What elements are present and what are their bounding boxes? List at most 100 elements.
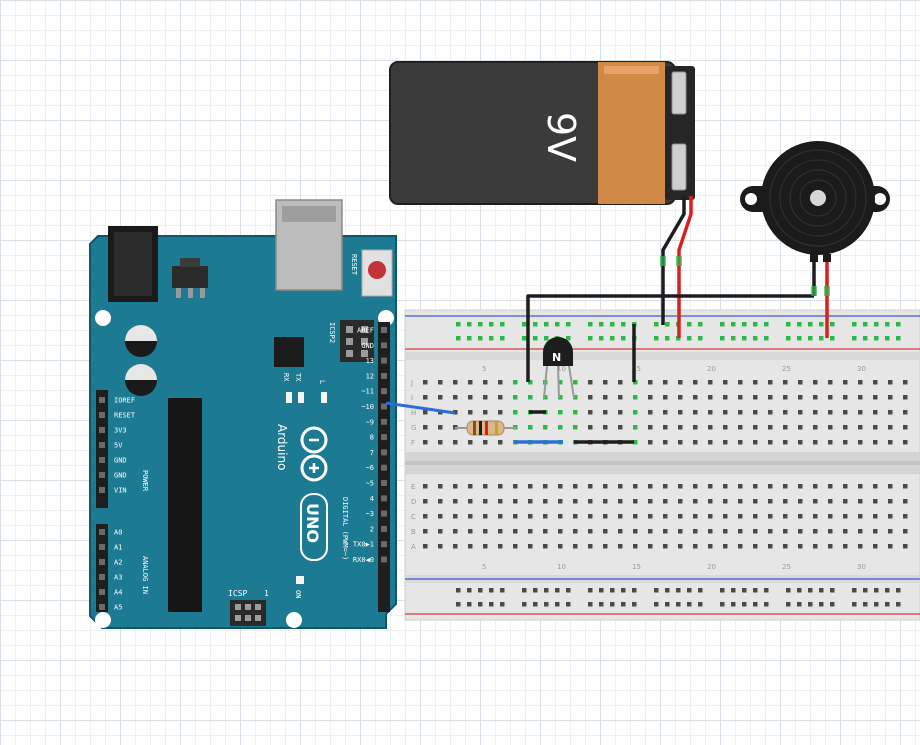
breadboard-hole [648, 484, 653, 489]
breadboard-hole [768, 514, 773, 519]
breadboard-hole [478, 322, 483, 327]
piezo-buzzer [740, 141, 890, 262]
column-number: 25 [782, 365, 791, 373]
breadboard-hole [423, 499, 428, 504]
breadboard-hole [483, 544, 488, 549]
breadboard-hole [873, 410, 878, 415]
column-number: 5 [482, 563, 486, 571]
breadboard-hole [665, 602, 670, 607]
breadboard-hole [873, 499, 878, 504]
pin-label: ~5 [366, 480, 374, 488]
breadboard-hole [513, 395, 518, 400]
breadboard-hole [633, 499, 638, 504]
pin-label: GND [361, 342, 374, 350]
icsp2-pins [346, 326, 368, 357]
breadboard-hole [603, 499, 608, 504]
breadboard-hole [723, 380, 728, 385]
breadboard-hole [808, 602, 813, 607]
row-letters: J I H G F E D C B A [410, 379, 416, 551]
breadboard-hole [633, 425, 638, 430]
breadboard-hole [738, 410, 743, 415]
mounting-hole [95, 310, 111, 326]
pin-label: ~10 [361, 403, 374, 411]
breadboard-hole [768, 410, 773, 415]
column-number: 15 [632, 563, 641, 571]
breadboard-hole [566, 322, 571, 327]
breadboard-hole [633, 380, 638, 385]
breadboard-hole [852, 602, 857, 607]
breadboard-hole [858, 425, 863, 430]
breadboard-hole [513, 514, 518, 519]
breadboard-hole [588, 336, 593, 341]
header-pin [381, 418, 387, 425]
breadboard-hole [723, 484, 728, 489]
reset-button-cap[interactable] [368, 261, 386, 279]
breadboard-hole [678, 544, 683, 549]
breadboard-hole [423, 440, 428, 445]
breadboard-hole [753, 425, 758, 430]
breadboard-hole [873, 395, 878, 400]
breadboard-hole [896, 588, 901, 593]
header-pin [99, 574, 105, 580]
breadboard-hole [888, 544, 893, 549]
breadboard-hole [663, 440, 668, 445]
breadboard-hole [693, 544, 698, 549]
header-pin [99, 544, 105, 550]
breadboard-hole [858, 544, 863, 549]
breadboard-hole [783, 484, 788, 489]
breadboard-hole [621, 602, 626, 607]
column-number: 5 [482, 365, 486, 373]
resistor-band [485, 421, 488, 435]
breadboard-hole [863, 588, 868, 593]
breadboard-hole [513, 544, 518, 549]
breadboard-hole [742, 588, 747, 593]
breadboard-hole [456, 588, 461, 593]
breadboard-hole [599, 322, 604, 327]
breadboard-hole [478, 602, 483, 607]
arduino-logo-icon [300, 426, 328, 482]
pin-label: 7 [370, 449, 374, 457]
header-pin [381, 480, 387, 486]
breadboard-hole [813, 529, 818, 534]
breadboard-hole [708, 380, 713, 385]
reset-label: RESET [350, 254, 358, 276]
breadboard-hole [693, 514, 698, 519]
breadboard-hole [687, 602, 692, 607]
breadboard-hole [498, 440, 503, 445]
breadboard-hole [663, 529, 668, 534]
breadboard-hole [498, 410, 503, 415]
breadboard-hole [768, 544, 773, 549]
breadboard-hole [753, 602, 758, 607]
breadboard-hole [888, 395, 893, 400]
breadboard-hole [698, 336, 703, 341]
breadboard-hole [478, 588, 483, 593]
breadboard-hole [528, 395, 533, 400]
breadboard-hole [663, 425, 668, 430]
header-pin [381, 464, 387, 471]
breadboard-hole [698, 322, 703, 327]
breadboard-hole [632, 588, 637, 593]
pin-label: A0 [114, 529, 122, 537]
breadboard-hole [896, 336, 901, 341]
column-number: 30 [857, 563, 866, 571]
breadboard-hole [632, 602, 637, 607]
row-letter: D [411, 498, 416, 506]
breadboard-hole [618, 425, 623, 430]
breadboard-hole [708, 499, 713, 504]
breadboard-hole [500, 602, 505, 607]
breadboard-hole [603, 395, 608, 400]
column-number: 20 [707, 365, 716, 373]
breadboard-hole [852, 322, 857, 327]
breadboard-hole [423, 380, 428, 385]
breadboard-hole [819, 588, 824, 593]
breadboard-hole [543, 514, 548, 519]
column-number: 20 [707, 563, 716, 571]
breadboard-hole [903, 484, 908, 489]
breadboard-hole [783, 499, 788, 504]
breadboard-hole [786, 336, 791, 341]
breadboard-hole [468, 499, 473, 504]
breadboard-hole [843, 499, 848, 504]
breadboard-hole [588, 499, 593, 504]
breadboard-hole [858, 484, 863, 489]
breadboard-hole [874, 322, 879, 327]
